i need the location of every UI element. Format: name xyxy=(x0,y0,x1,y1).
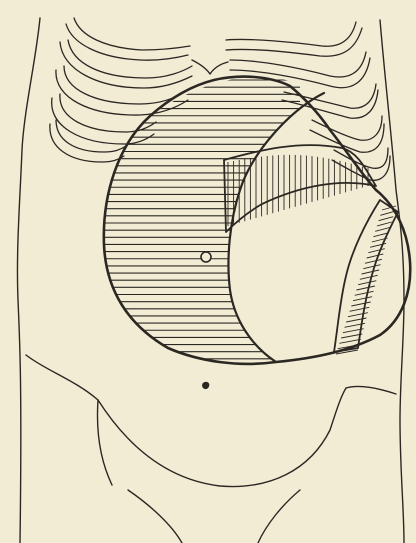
small-spot-marker xyxy=(201,252,211,262)
navel xyxy=(203,383,209,389)
